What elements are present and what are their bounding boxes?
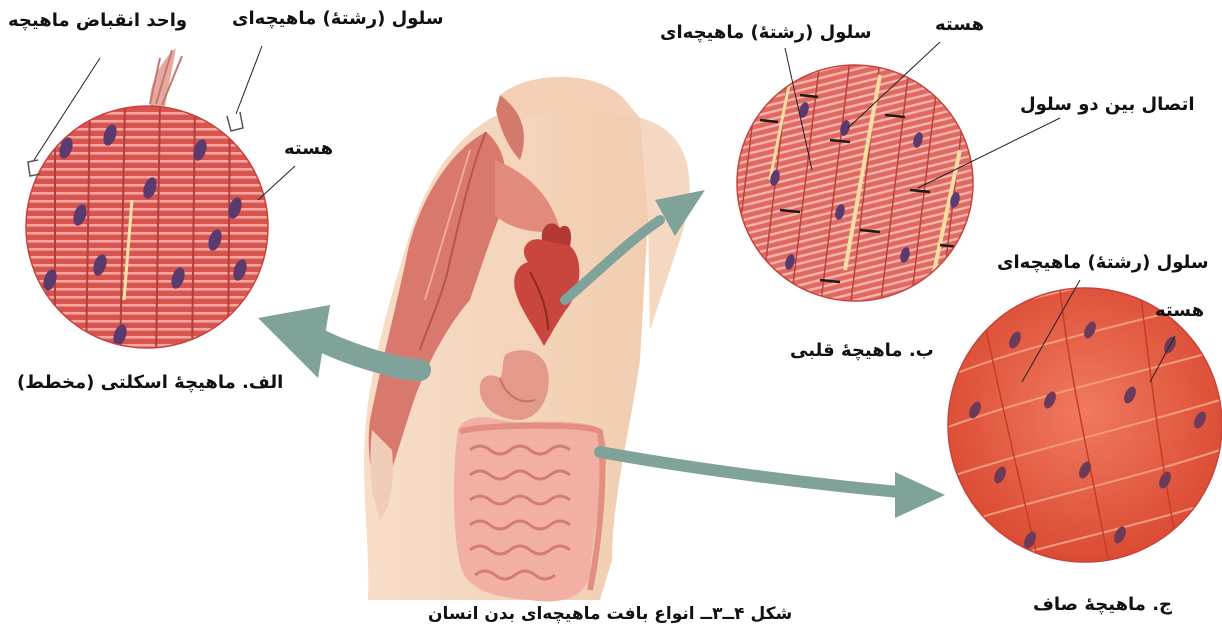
skeletal-cell-label: سلول (رشتهٔ) ماهیچه‌ای — [232, 8, 444, 29]
skeletal-muscle-circle — [26, 48, 268, 360]
smooth-cell-label: سلول (رشتهٔ) ماهیچه‌ای — [997, 252, 1209, 273]
unit-bracket — [28, 160, 40, 176]
skeletal-nucleus-label: هسته — [284, 138, 333, 159]
cardiac-title: ب. ماهیچهٔ قلبی — [790, 340, 934, 361]
cardiac-nucleus-label: هسته — [935, 14, 984, 35]
cardiac-muscle-circle — [730, 60, 973, 310]
skeletal-title: الف. ماهیچهٔ اسکلتی (مخطط) — [17, 372, 283, 393]
arrow-to-smooth — [600, 452, 945, 518]
figure-caption: شکل ۴ــ۳ــ انواع بافت ماهیچه‌ای بدن انسا… — [428, 604, 792, 624]
cell-bracket — [227, 112, 243, 131]
skeletal-unit-label: واحد انقباض ماهیچه — [8, 10, 187, 31]
smooth-nucleus-label: هسته — [1155, 300, 1204, 321]
cardiac-junction-label: اتصال بین دو سلول — [1020, 94, 1195, 115]
smooth-title: ج. ماهیچهٔ صاف — [1033, 594, 1172, 615]
intestines — [454, 417, 607, 601]
cardiac-cell-label: سلول (رشتهٔ) ماهیچه‌ای — [660, 22, 872, 43]
